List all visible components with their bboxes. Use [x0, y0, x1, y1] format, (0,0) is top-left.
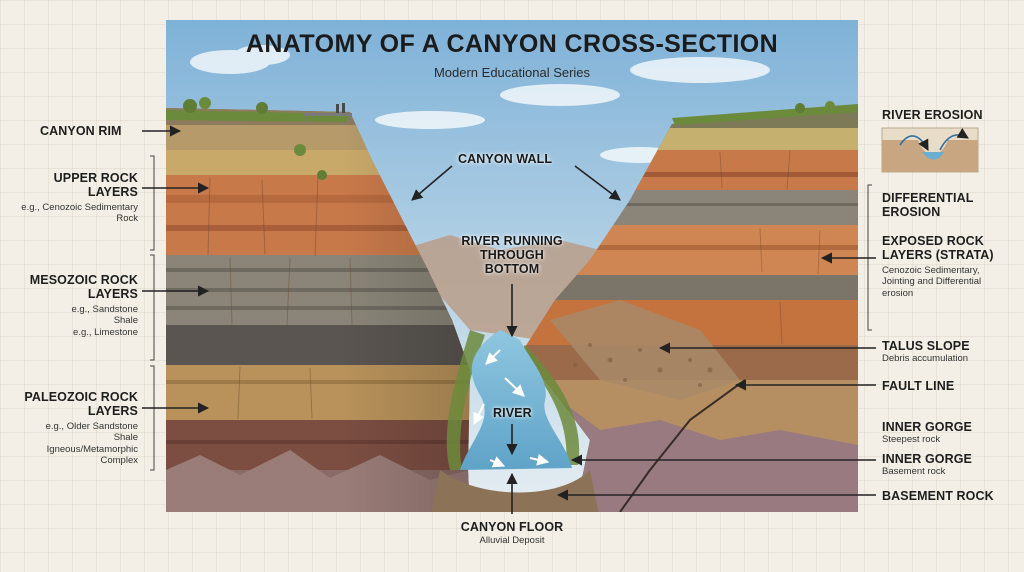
note-canyon-floor: Alluvial Deposit	[479, 535, 545, 546]
label-paleozoic-rock-layers: PALEOZOIC ROCK LAYERS	[24, 390, 138, 418]
river-water	[460, 330, 572, 470]
label-canyon-floor: CANYON FLOOR	[460, 520, 564, 534]
label-inner-gorge-2: INNER GORGE	[882, 452, 972, 466]
label-talus-block: TALUS SLOPE Debris accumulation	[882, 339, 1012, 364]
label-canyon-floor-block: CANYON FLOOR Alluvial Deposit	[442, 520, 582, 546]
label-upper-rock-layers: UPPER ROCK LAYERS	[53, 171, 138, 199]
river-flow-arrows	[473, 349, 550, 468]
illustration-panel	[166, 20, 858, 512]
arrow-canyon-wall-right	[574, 165, 621, 201]
label-mesozoic-rock-layers: MESOZOIC ROCK LAYERS	[29, 273, 138, 301]
page-subtitle: Modern Educational Series	[433, 65, 591, 80]
label-paleozoic-block: PALEOZOIC ROCK LAYERS e.g., Older Sandst…	[18, 390, 138, 467]
note-paleozoic-1: e.g., Older Sandstone	[45, 421, 138, 432]
leader-arrows	[142, 125, 876, 514]
label-talus-slope: TALUS SLOPE	[882, 339, 970, 353]
label-river-running: RIVER RUNNING THROUGH BOTTOM	[461, 234, 563, 276]
left-brackets	[150, 155, 155, 471]
page-title: ANATOMY OF A CANYON CROSS-SECTION	[245, 30, 779, 58]
overlook-platform	[304, 103, 352, 122]
label-canyon-wall: CANYON WALL	[458, 152, 553, 166]
label-fault-line: FAULT LINE	[882, 379, 955, 393]
label-inner-gorge-2-block: INNER GORGE Basement rock	[882, 452, 1012, 477]
label-basement-rock: BASEMENT ROCK	[882, 489, 994, 503]
label-inner-gorge-1: INNER GORGE	[882, 420, 972, 434]
note-upper-rock-layers: e.g., Cenozoic Sedimentary Rock	[21, 202, 138, 225]
label-exposed-rock-layers: EXPOSED ROCK LAYERS (STRATA)	[882, 234, 994, 262]
note-paleozoic-2: Shale	[113, 432, 138, 444]
label-river-erosion: RIVER EROSION	[882, 108, 983, 122]
label-differential-erosion: DIFFERENTIAL EROSION	[882, 191, 974, 219]
note-mesozoic-1: e.g., Sandstone	[71, 304, 138, 315]
note-inner-gorge-2: Basement rock	[882, 466, 946, 477]
note-paleozoic-3: Igneous/Metamorphic Complex	[46, 443, 138, 467]
label-canyon-rim: CANYON RIM	[40, 124, 122, 138]
label-inner-gorge-1-block: INNER GORGE Steepest rock	[882, 420, 1012, 445]
label-river: RIVER	[493, 406, 532, 420]
note-mesozoic-3: e.g., Limestone	[73, 326, 138, 338]
note-mesozoic-2: Shale	[113, 315, 138, 327]
label-mesozoic-block: MESOZOIC ROCK LAYERS e.g., Sandstone Sha…	[18, 273, 138, 338]
note-talus-slope: Debris accumulation	[882, 353, 969, 364]
note-inner-gorge-1: Steepest rock	[882, 434, 941, 445]
alluvial-deposit	[431, 470, 599, 512]
arrow-canyon-wall-left	[411, 165, 453, 201]
label-upper-rock-layers-block: UPPER ROCK LAYERS e.g., Cenozoic Sedimen…	[18, 171, 138, 225]
label-exposed-block: EXPOSED ROCK LAYERS (STRATA) Cenozoic Se…	[882, 234, 1002, 299]
river-erosion-inset	[881, 127, 979, 173]
note-exposed-rock-layers: Cenozoic Sedimentary, Jointing and Diffe…	[882, 265, 982, 299]
left-bank	[446, 330, 485, 470]
right-rim-vegetation	[672, 101, 858, 125]
